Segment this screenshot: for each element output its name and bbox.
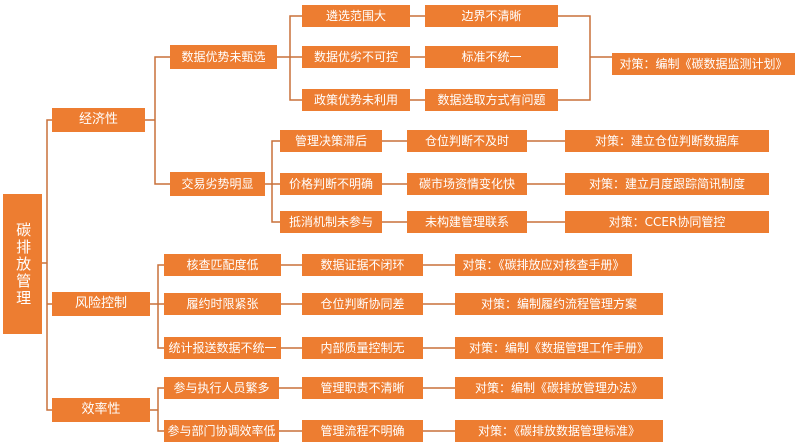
data-cause-2: 数据优劣不可控 <box>302 46 410 68</box>
eff-measure-2: 对策：《碳排放数据管理标准》 <box>455 420 663 442</box>
data-cause-1: 遴选范围大 <box>302 5 410 27</box>
trade-cause-1: 管理决策滞后 <box>280 130 382 152</box>
category-efficiency: 效率性 <box>52 398 150 422</box>
trade-effect-3: 未构建管理联系 <box>407 211 527 233</box>
trade-effect-1: 仓位判断不及时 <box>407 130 527 152</box>
trade-cause-3: 抵消机制未参与 <box>280 211 382 233</box>
risk-measure-2: 对策：编制履约流程管理方案 <box>455 293 663 315</box>
category-risk: 风险控制 <box>52 292 150 316</box>
category-economy: 经济性 <box>52 108 145 132</box>
risk-cause-3: 统计报送数据不统一 <box>164 337 281 359</box>
eff-cause-2: 参与部门协调效率低 <box>164 420 279 442</box>
data-effect-3: 数据选取方式有问题 <box>425 89 558 111</box>
risk-effect-3: 内部质量控制无 <box>302 337 423 359</box>
risk-measure-3: 对策：编制《数据管理工作手册》 <box>455 337 663 359</box>
risk-effect-2: 仓位判断协同差 <box>302 293 423 315</box>
subcategory-trade-disadvantage: 交易劣势明显 <box>170 172 265 196</box>
eff-effect-2: 管理流程不明确 <box>302 420 423 442</box>
subcategory-data-advantage: 数据优势未甄选 <box>170 45 277 69</box>
risk-effect-1: 数据证据不闭环 <box>302 254 423 276</box>
risk-measure-1: 对策：《碳排放应对核查手册》 <box>455 254 632 276</box>
trade-measure-3: 对策：CCER协同管控 <box>565 211 769 233</box>
data-effect-2: 标准不统一 <box>425 46 558 68</box>
data-effect-1: 边界不清晰 <box>425 5 558 27</box>
data-cause-3: 政策优势未利用 <box>302 89 410 111</box>
trade-cause-2: 价格判断不明确 <box>280 173 382 195</box>
risk-cause-1: 核查匹配度低 <box>164 254 281 276</box>
risk-cause-2: 履约时限紧张 <box>164 293 281 315</box>
trade-effect-2: 碳市场资情变化快 <box>407 173 527 195</box>
root-label: 碳排放管理 <box>14 221 33 307</box>
trade-measure-2: 对策：建立月度跟踪简讯制度 <box>565 173 769 195</box>
data-measure: 对策：编制《碳数据监测计划》 <box>612 53 795 75</box>
eff-effect-1: 管理职责不清晰 <box>302 377 423 399</box>
root-node: 碳排放管理 <box>3 194 42 334</box>
eff-measure-1: 对策：编制《碳排放管理办法》 <box>455 377 663 399</box>
trade-measure-1: 对策：建立仓位判断数据库 <box>565 130 769 152</box>
eff-cause-1: 参与执行人员繁多 <box>164 377 279 399</box>
